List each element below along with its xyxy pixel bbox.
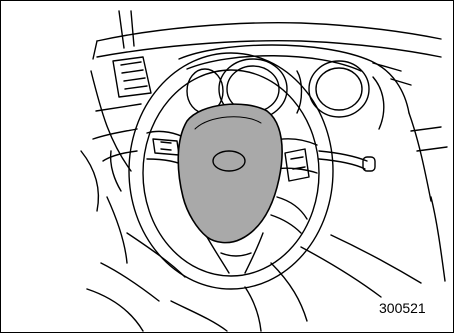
airbag-module xyxy=(178,104,282,242)
figure-code-label: 300521 xyxy=(379,300,426,316)
